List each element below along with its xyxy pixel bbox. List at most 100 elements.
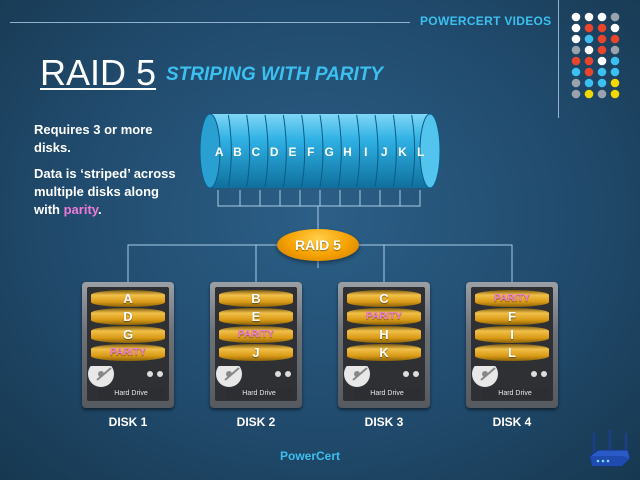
drum-segment-divider [411,114,416,188]
logo-dot [571,12,581,22]
array-block-letter: K [398,145,407,159]
array-block-letter: G [324,145,333,159]
platter: G [91,326,165,343]
header-vertical-rule [558,0,559,118]
logo-dot [610,23,620,33]
platter: L [475,344,549,361]
hard-drive-label: Hard Drive [98,388,164,399]
drive-mechanism [216,366,291,387]
logo-dot [571,89,581,99]
disk-1: A D G PARITY Hard Drive [82,282,174,408]
logo-dot [597,34,607,44]
drum-segment-divider [392,114,397,188]
drum-segment-divider [246,114,251,188]
bullet-requirement: Requires 3 or more disks. [34,122,153,155]
logo-dot [610,34,620,44]
disk-platters: PARITY F I L [475,290,549,362]
logo-dot [571,34,581,44]
router-icon [589,430,631,467]
logo-dot [584,67,594,77]
drum-segment-divider [319,114,324,188]
drum-segment-divider [337,114,342,188]
drum-segment-divider [301,114,306,188]
parity-platter: PARITY [475,290,549,307]
bullet-striping-text: Data is ‘striped’ across multiple disks … [34,166,176,217]
disk-platters: C PARITY H K [347,290,421,362]
logo-dot [597,12,607,22]
platter: D [91,308,165,325]
logo-dot [584,34,594,44]
platter: B [219,290,293,307]
array-block-letter: E [288,145,296,159]
raid-controller-badge: RAID 5 [277,229,359,261]
platter: A [91,290,165,307]
footer-brand: PowerCert [280,449,341,463]
logo-dot [571,67,581,77]
disk-2: B E PARITY J Hard Drive [210,282,302,408]
logo-dot [584,45,594,55]
array-block-letter: C [251,145,260,159]
logo-dot [610,67,620,77]
hard-drive-label: Hard Drive [482,388,548,399]
array-block-letter: J [381,145,388,159]
hard-drive-label: Hard Drive [354,388,420,399]
logo-dot [597,67,607,77]
logo-dot [597,78,607,88]
logo-dot [571,45,581,55]
drum-segment-divider [374,114,379,188]
logo-dot [571,78,581,88]
drum-segment-divider [264,114,269,188]
logo-dot [584,23,594,33]
logo-dot [597,45,607,55]
logo-dot [584,56,594,66]
platter: F [475,308,549,325]
array-block-letter: A [215,145,224,159]
bullet-striping: Data is ‘striped’ across multiple disks … [34,165,184,219]
disk-caption: DISK 3 [364,415,404,429]
array-block-letter: L [417,145,424,159]
logo-dot [584,12,594,22]
array-block-letter: B [233,145,242,159]
disk-caption: DISK 4 [492,415,532,429]
logo-dot [597,89,607,99]
platter: K [347,344,421,361]
logo-dot [610,56,620,66]
disk-4: PARITY F I L Hard Drive [466,282,558,408]
logo-dot [610,12,620,22]
logo-dot [571,56,581,66]
array-block-letter: H [343,145,352,159]
parity-platter: PARITY [347,308,421,325]
platter: C [347,290,421,307]
bullet-striping-end: . [98,202,102,217]
disk-3: C PARITY H K Hard Drive [338,282,430,408]
page-title: RAID 5 [40,52,157,93]
header-rule [10,22,410,23]
disk-platters: A D G PARITY [91,290,165,362]
parity-platter: PARITY [91,344,165,361]
disk-platters: B E PARITY J [219,290,293,362]
logo-dot [610,45,620,55]
drive-mechanism [344,366,419,387]
platter: E [219,308,293,325]
dot-grid-logo [571,12,620,99]
hard-drive-label: Hard Drive [226,388,292,399]
logo-dot [597,56,607,66]
drum-segment-divider [227,114,232,188]
logo-dot [584,89,594,99]
drum-segment-divider [282,114,287,188]
platter: I [475,326,549,343]
logo-dot [571,23,581,33]
logo-dot [597,23,607,33]
logo-dot [610,89,620,99]
array-block-letter: F [307,145,314,159]
platter: J [219,344,293,361]
brand-name: POWERCERT VIDEOS [420,14,552,28]
drive-mechanism [88,366,163,387]
drum-segment-divider [356,114,361,188]
drive-mechanism [472,366,547,387]
parity-platter: PARITY [219,326,293,343]
logo-dot [610,78,620,88]
array-block-letter: D [270,145,279,159]
logo-dot [584,78,594,88]
